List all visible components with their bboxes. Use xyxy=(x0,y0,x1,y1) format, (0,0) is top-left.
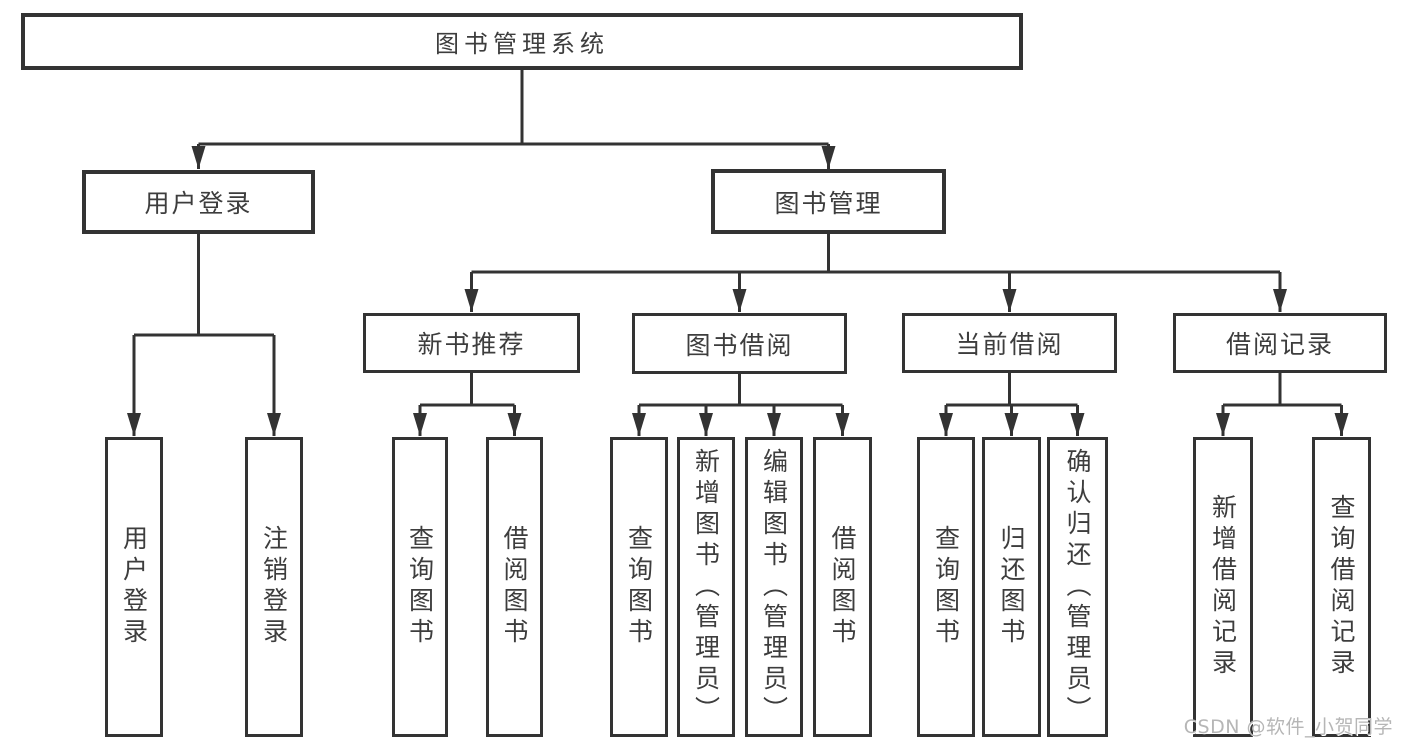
leaf-query-borrow-record: 查询借阅记录 xyxy=(1312,437,1371,737)
node-book-management: 图书管理 xyxy=(711,169,946,234)
csdn-watermark: CSDN @软件_小贺同学 xyxy=(1183,716,1393,738)
node-label: 借阅记录 xyxy=(1225,330,1334,359)
node-label: 归还图书 xyxy=(997,525,1026,649)
node-label: 用户登录 xyxy=(119,525,149,649)
node-book-borrowing: 图书借阅 xyxy=(632,313,847,374)
edges-root-to-level2 xyxy=(191,70,836,169)
node-label: 图书管理系统 xyxy=(435,30,609,58)
node-borrowing-records: 借阅记录 xyxy=(1173,313,1387,373)
connector-line xyxy=(946,373,1078,407)
edges-book-borrow-to-leaves xyxy=(632,374,850,436)
edges-borrow-records-to-leaves xyxy=(1216,373,1349,436)
edges-user-login-to-leaves xyxy=(127,234,281,436)
leaf-borrow-books: 借阅图书 xyxy=(813,437,872,737)
edges-new-book-rec-to-leaves xyxy=(413,373,522,436)
edges-current-borrow-to-leaves xyxy=(939,373,1085,436)
node-label: 查询图书 xyxy=(931,525,961,649)
node-label: 借阅图书 xyxy=(828,525,857,649)
node-label: 用户登录 xyxy=(144,189,253,218)
leaf-user-login: 用户登录 xyxy=(105,437,163,737)
node-user-login: 用户登录 xyxy=(82,170,315,234)
connector-line xyxy=(198,70,829,146)
node-label: 确认归还（管理员） xyxy=(1063,447,1092,727)
leaf-add-book-admin: 新增图书（管理员） xyxy=(677,437,735,737)
node-label: 查询借阅记录 xyxy=(1327,494,1356,680)
leaf-query-books-recommend: 查询图书 xyxy=(392,437,448,737)
node-new-book-recommendation: 新书推荐 xyxy=(363,313,580,373)
node-label: 查询图书 xyxy=(405,525,435,649)
node-label: 新书推荐 xyxy=(417,330,526,359)
node-label: 编辑图书（管理员） xyxy=(759,447,789,727)
connector-line xyxy=(639,374,843,407)
node-label: 查询图书 xyxy=(624,525,654,649)
leaf-confirm-return-admin: 确认归还（管理员） xyxy=(1047,437,1108,737)
leaf-add-borrow-record: 新增借阅记录 xyxy=(1193,437,1253,737)
connector-line xyxy=(420,373,515,407)
connector-line xyxy=(1223,373,1342,407)
leaf-logout: 注销登录 xyxy=(245,437,303,737)
node-label: 注销登录 xyxy=(259,525,289,649)
connector-line xyxy=(134,234,274,337)
leaf-query-books-borrowing: 查询图书 xyxy=(610,437,668,737)
node-label: 新增图书（管理员） xyxy=(691,447,721,727)
node-label: 图书管理 xyxy=(774,188,883,218)
node-label: 新增借阅记录 xyxy=(1208,494,1238,680)
node-library-management-system: 图书管理系统 xyxy=(21,13,1023,70)
leaf-borrow-books-recommend: 借阅图书 xyxy=(486,437,543,737)
node-label: 当前借阅 xyxy=(955,330,1064,359)
edges-book-mgmt-to-level3 xyxy=(464,234,1287,312)
node-label: 借阅图书 xyxy=(500,525,529,649)
node-current-borrowing: 当前借阅 xyxy=(902,313,1117,373)
leaf-edit-book-admin: 编辑图书（管理员） xyxy=(745,437,803,737)
leaf-return-books: 归还图书 xyxy=(982,437,1041,737)
node-label: 图书借阅 xyxy=(685,330,794,360)
leaf-query-books-current: 查询图书 xyxy=(917,437,975,737)
connector-line xyxy=(471,234,1280,274)
